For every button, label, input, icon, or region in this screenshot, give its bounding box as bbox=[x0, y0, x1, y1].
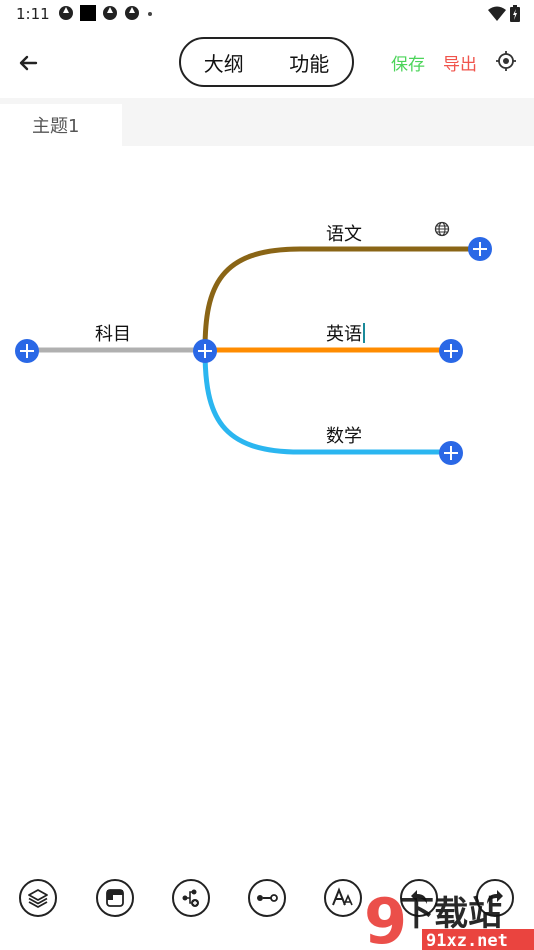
wifi-icon bbox=[488, 6, 506, 21]
topic-tab-strip: 主题1 bbox=[0, 98, 534, 146]
back-button[interactable] bbox=[14, 48, 44, 78]
undo-icon bbox=[411, 890, 427, 904]
status-bar: 1:11 bbox=[0, 0, 534, 28]
text-caret bbox=[363, 323, 365, 343]
aperture-icon bbox=[125, 6, 139, 20]
add-root-child-button[interactable] bbox=[193, 339, 217, 363]
layers-button[interactable] bbox=[19, 879, 57, 917]
text-size-button[interactable] bbox=[324, 879, 362, 917]
window-icon bbox=[106, 889, 124, 907]
svg-text:9: 9 bbox=[364, 885, 407, 950]
aperture-icon bbox=[103, 6, 117, 20]
branch-math bbox=[202, 349, 451, 455]
battery-charging-icon bbox=[510, 5, 520, 22]
node-english-text: 英语 bbox=[326, 324, 362, 345]
system-icons bbox=[488, 5, 520, 22]
export-button[interactable]: 导出 bbox=[443, 55, 477, 75]
add-chinese-child-button[interactable] bbox=[468, 237, 492, 261]
connect-line-icon bbox=[257, 894, 278, 902]
node-english-label[interactable]: 英语 bbox=[326, 320, 365, 346]
svg-text:下载站: 下载站 bbox=[400, 894, 502, 934]
window-button[interactable] bbox=[96, 879, 134, 917]
aperture-icon bbox=[59, 6, 73, 20]
add-parent-button[interactable] bbox=[15, 339, 39, 363]
save-button[interactable]: 保存 bbox=[391, 55, 425, 75]
layers-icon bbox=[28, 889, 48, 908]
tab-outline[interactable]: 大纲 bbox=[203, 51, 244, 76]
status-time: 1:11 bbox=[16, 5, 50, 23]
mindmap-canvas[interactable]: 科目 语文 英语 数学 bbox=[0, 146, 534, 866]
mode-switch: 大纲 功能 bbox=[179, 37, 354, 87]
add-math-child-button[interactable] bbox=[439, 441, 463, 465]
node-math-label[interactable]: 数学 bbox=[326, 426, 362, 447]
root-node-label[interactable]: 科目 bbox=[95, 324, 131, 345]
crosshair-icon[interactable] bbox=[495, 50, 517, 72]
add-english-child-button[interactable] bbox=[439, 339, 463, 363]
text-size-icon bbox=[332, 887, 353, 906]
branch-chinese bbox=[202, 246, 480, 351]
svg-text:91xz.net: 91xz.net bbox=[426, 931, 508, 950]
notification-icons bbox=[58, 5, 154, 21]
undo-button[interactable] bbox=[400, 879, 438, 917]
watermark-logo: 9 下载站 91xz.net bbox=[364, 885, 534, 950]
app-toolbar: 大纲 功能 保存 导出 bbox=[0, 28, 534, 98]
add-child-node-icon bbox=[182, 889, 199, 907]
black-square-icon bbox=[80, 5, 96, 21]
bottom-toolbar bbox=[0, 876, 534, 926]
tab-topic-1[interactable]: 主题1 bbox=[0, 104, 122, 146]
mindmap-branches bbox=[27, 246, 480, 455]
tab-functions[interactable]: 功能 bbox=[289, 51, 330, 76]
connect-line-button[interactable] bbox=[248, 879, 286, 917]
redo-button[interactable] bbox=[476, 879, 514, 917]
redo-icon bbox=[487, 890, 503, 904]
dot-icon bbox=[148, 12, 152, 16]
add-child-node-button[interactable] bbox=[172, 879, 210, 917]
node-chinese-label[interactable]: 语文 bbox=[326, 224, 362, 245]
globe-icon[interactable] bbox=[434, 221, 450, 237]
